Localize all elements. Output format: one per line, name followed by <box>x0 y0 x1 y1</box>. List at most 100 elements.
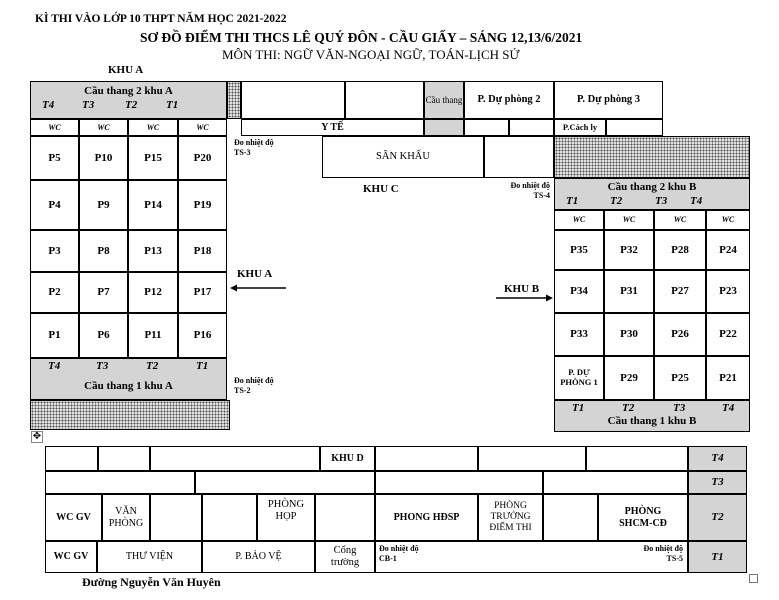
move-handle-icon[interactable]: ✥ <box>31 431 43 443</box>
wc-b-3: WC <box>654 210 706 230</box>
khu-a-top-t3: T3 <box>82 99 95 111</box>
phong-hdsp: PHONG HĐSP <box>375 494 478 541</box>
khu-a-top-t4: T4 <box>42 99 55 111</box>
room-p13: P13 <box>128 230 178 272</box>
temp-cb1: Đo nhiệt độ CB-1 <box>379 544 419 563</box>
floor-t3: T3 <box>688 471 747 494</box>
room-p16: P16 <box>178 313 227 358</box>
khu-d-block: KHU D T4 T3 WC GV VĂN PHÒNG PHÒNG HỌP PH… <box>45 446 747 573</box>
temp-ts4: Đo nhiệt độ TS-4 <box>510 181 550 200</box>
wc-a-3: WC <box>128 119 178 136</box>
stair-1-khu-b-label: Cầu thang 1 khu B <box>607 415 697 428</box>
room-p14: P14 <box>128 180 178 230</box>
du-phong-3: P. Dự phòng 3 <box>554 81 663 119</box>
floor-t2-label: T2 <box>711 511 724 524</box>
wc-b-4: WC <box>706 210 750 230</box>
floor-t3-label: T3 <box>711 476 724 489</box>
d-t2-c9 <box>543 494 598 541</box>
cach-ly-room: P.Cách ly <box>554 119 606 136</box>
cong-truong[interactable]: Cổng trường <box>315 541 375 573</box>
room-p20: P20 <box>178 136 227 180</box>
du-phong-2-label: P. Dự phòng 2 <box>477 93 541 105</box>
resize-handle-icon[interactable] <box>749 574 758 583</box>
khu-d-label: KHU D <box>331 452 364 464</box>
d-t4-c5 <box>375 446 478 471</box>
d-t4-c1 <box>45 446 98 471</box>
hatched-column-a-top <box>227 81 241 119</box>
room-p1: P1 <box>30 313 79 358</box>
stair-2-khu-a: Cầu thang 2 khu A <box>30 81 227 119</box>
subject-line: MÔN THI: NGỮ VĂN-NGOẠI NGỮ, TOÁN-LỊCH SỬ <box>222 47 520 62</box>
floor-t4-label: T4 <box>711 452 724 465</box>
room-b-16: P21 <box>706 356 750 400</box>
arrow-khu-b-label: KHU B <box>504 283 540 295</box>
khu-a-label: KHU A <box>108 64 144 76</box>
room-b-8: P23 <box>706 270 750 313</box>
room-p8: P8 <box>79 230 128 272</box>
khu-b-bot-t3: T3 <box>673 402 686 414</box>
room-p9: P9 <box>79 180 128 230</box>
khu-b-bot-t1: T1 <box>572 402 585 414</box>
room-b-3: P28 <box>654 230 706 270</box>
y-te-stair-cell <box>424 119 464 136</box>
wc-b-2: WC <box>604 210 654 230</box>
temp-ts3: Đo nhiệt độ TS-3 <box>234 138 274 157</box>
khu-a-bot-t3: T3 <box>96 360 109 372</box>
khu-c-label: KHU C <box>363 183 399 195</box>
khu-b-bot-t2: T2 <box>622 402 635 414</box>
temp-ts2: Đo nhiệt độ TS-2 <box>234 376 274 395</box>
d-t3-c3 <box>375 471 543 494</box>
room-b-6: P31 <box>604 270 654 313</box>
khu-b-top-t4: T4 <box>690 195 703 207</box>
room-p4: P4 <box>30 180 79 230</box>
floor-t1-label: T1 <box>711 550 724 563</box>
phong-truong-diem-thi: PHÒNG TRƯỞNG ĐIỂM THI <box>478 494 543 541</box>
cong-truong-label: Cổng trường <box>330 544 360 568</box>
room-b-4: P24 <box>706 230 750 270</box>
room-b-5: P34 <box>554 270 604 313</box>
van-phong: VĂN PHÒNG <box>102 494 150 541</box>
room-b-15: P25 <box>654 356 706 400</box>
top-empty-1 <box>241 81 345 119</box>
room-b-13: P. DỰ PHÒNG 1 <box>554 356 604 400</box>
wc-gv-t2-label: WC GV <box>56 511 91 523</box>
map-title: SƠ ĐỒ ĐIỂM THI THCS LÊ QUÝ ĐÔN - CẦU GIẤ… <box>140 30 583 45</box>
khu-a-top-t1: T1 <box>166 99 179 111</box>
room-p11: P11 <box>128 313 178 358</box>
bao-ve: P. BẢO VỆ <box>202 541 315 573</box>
san-khau: SÂN KHẤU <box>322 136 484 178</box>
top-empty-4 <box>509 119 554 136</box>
room-p3: P3 <box>30 230 79 272</box>
van-phong-label: VĂN PHÒNG <box>108 506 144 529</box>
thu-vien: THƯ VIỆN <box>97 541 202 573</box>
d-t2-c6 <box>315 494 375 541</box>
du-phong-2: P. Dự phòng 2 <box>464 81 554 119</box>
room-p18: P18 <box>178 230 227 272</box>
y-te-label: Y TẾ <box>321 121 344 133</box>
khu-b-top-t2: T2 <box>610 195 623 207</box>
arrow-right-icon <box>496 294 553 302</box>
d-t3-c4 <box>543 471 688 494</box>
floor-t1: T1 <box>688 541 747 573</box>
khu-b-bot-t4: T4 <box>722 402 735 414</box>
d-t4-c7 <box>586 446 688 471</box>
room-b-1: P35 <box>554 230 604 270</box>
room-p2: P2 <box>30 272 79 313</box>
room-b-2: P32 <box>604 230 654 270</box>
room-p17: P17 <box>178 272 227 313</box>
wc-gv-t2: WC GV <box>45 494 102 541</box>
top-empty-2 <box>345 81 424 119</box>
d-t4-c3 <box>150 446 320 471</box>
cau-thang-center: Cầu thang <box>424 81 464 119</box>
room-p6: P6 <box>79 313 128 358</box>
stair-2-khu-b-label: Cầu thang 2 khu B <box>607 181 697 193</box>
bao-ve-label: P. BẢO VỆ <box>235 551 282 563</box>
wc-a-1: WC <box>30 119 79 136</box>
room-p12: P12 <box>128 272 178 313</box>
exam-title: KÌ THI VÀO LỚP 10 THPT NĂM HỌC 2021-2022 <box>35 13 287 25</box>
khu-b-top-t3: T3 <box>655 195 668 207</box>
khu-b-top-t1: T1 <box>566 195 579 207</box>
stair-1-khu-b: Cầu thang 1 khu B <box>554 400 750 432</box>
d-t3-c1 <box>45 471 195 494</box>
stair-1-khu-a-label: Cầu thang 1 khu A <box>84 380 173 393</box>
